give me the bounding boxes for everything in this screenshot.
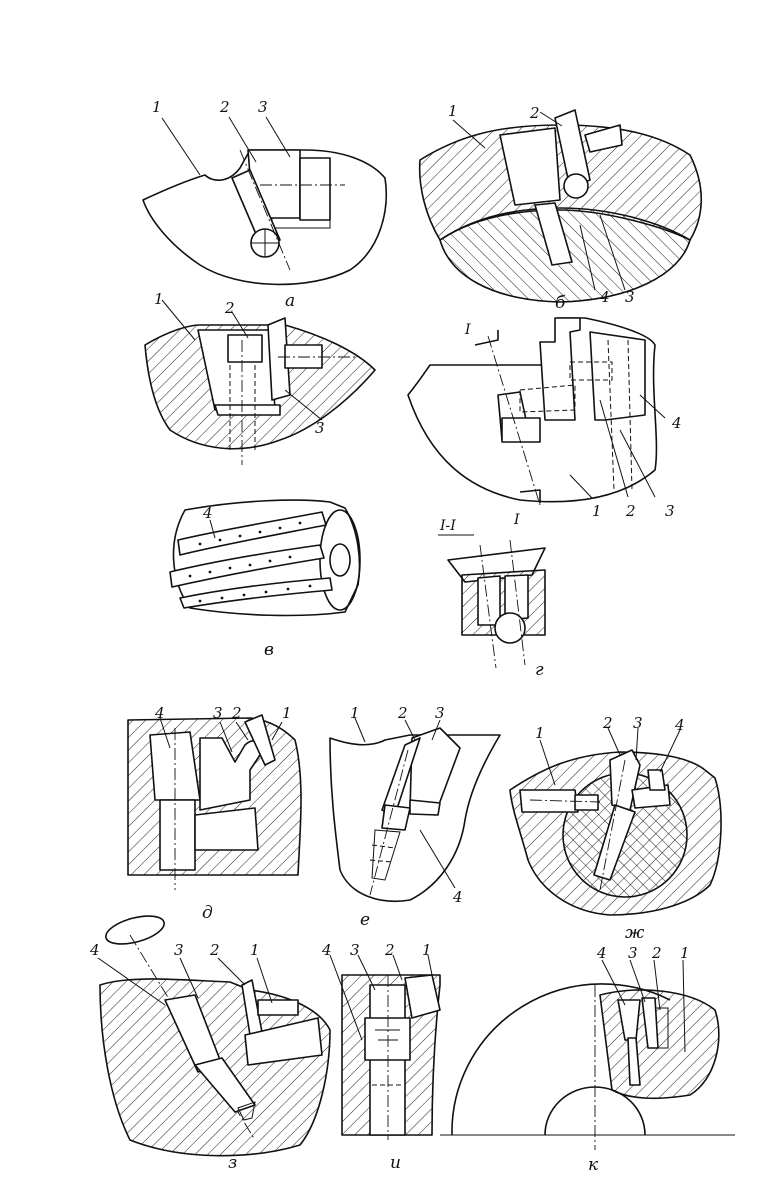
callout-d-4: 4 — [154, 704, 165, 722]
callout-g-2: 2 — [625, 502, 636, 520]
callout-a-2: 2 — [219, 98, 230, 116]
view-v-cutter: 4 в — [169, 499, 361, 660]
callout-v-1: 1 — [154, 290, 164, 308]
caption-v: в — [264, 640, 274, 660]
callout-z-3: 3 — [174, 941, 184, 959]
view-e: 1 2 3 4 е — [329, 704, 501, 930]
callout-b-4: 4 — [599, 288, 610, 306]
insert-dots — [188, 521, 312, 603]
callout-b-1: 1 — [448, 102, 458, 120]
caption-k: к — [588, 1155, 599, 1175]
callout-e-2: 2 — [397, 704, 408, 722]
callout-d-3: 3 — [213, 704, 223, 722]
caption-zh: ж — [625, 923, 645, 943]
callout-g-1: 1 — [592, 502, 602, 520]
section-title-i-i: I-I — [439, 518, 456, 534]
callout-e-1: 1 — [350, 704, 360, 722]
view-i: 4 3 2 1 и — [321, 941, 441, 1173]
view-d: 4 3 2 1 д — [127, 704, 302, 923]
callout-b-2: 2 — [529, 104, 540, 122]
callout-z-4: 4 — [89, 941, 100, 959]
caption-b: б — [555, 293, 566, 313]
callout-k-3: 3 — [628, 944, 638, 962]
caption-z: з — [228, 1153, 237, 1173]
callout-z-2: 2 — [209, 941, 220, 959]
view-k: 4 3 2 1 к — [440, 944, 735, 1175]
callout-i-3: 3 — [350, 941, 360, 959]
callout-k-4: 4 — [596, 944, 607, 962]
caption-g: г — [535, 660, 544, 680]
callout-e-3: 3 — [435, 704, 445, 722]
callout-k-1: 1 — [680, 944, 690, 962]
callout-zh-2: 2 — [602, 714, 613, 732]
view-z: 4 3 2 1 з — [89, 915, 331, 1173]
callout-i-4: 4 — [321, 941, 332, 959]
callout-d-2: 2 — [231, 704, 242, 722]
section-mark-bottom: I — [513, 512, 520, 528]
callout-i-1: 1 — [422, 941, 432, 959]
callout-zh-3: 3 — [633, 714, 643, 732]
callout-zh-4: 4 — [674, 716, 685, 734]
callout-a-3: 3 — [258, 98, 268, 116]
section-mark-top: I — [464, 322, 471, 338]
view-a: 1 2 3 а — [142, 98, 388, 311]
view-g-section: I-I г — [438, 518, 546, 680]
caption-e: е — [360, 910, 370, 930]
callout-i-2: 2 — [384, 941, 395, 959]
callout-z-1: 1 — [250, 941, 260, 959]
callout-k-2: 2 — [651, 944, 662, 962]
view-v-section: 1 2 3 — [144, 290, 376, 465]
caption-a: а — [285, 291, 295, 311]
callout-e-4: 4 — [452, 888, 463, 906]
callout-b-3: 3 — [625, 288, 635, 306]
view-g-plan: I I 1 2 3 4 — [407, 317, 682, 528]
callout-g-3: 3 — [665, 502, 675, 520]
caption-d: д — [202, 903, 213, 923]
callout-a-1: 1 — [152, 98, 162, 116]
callout-d-1: 1 — [282, 704, 292, 722]
view-zh: 1 2 3 4 ж — [509, 714, 722, 943]
callout-v-2: 2 — [224, 299, 235, 317]
callout-g-4: 4 — [671, 414, 682, 432]
caption-i: и — [390, 1153, 401, 1173]
callout-v-4: 4 — [202, 504, 213, 522]
view-b: 1 2 3 4 б — [418, 102, 703, 313]
callout-zh-1: 1 — [535, 724, 545, 742]
callout-v-3: 3 — [315, 419, 325, 437]
